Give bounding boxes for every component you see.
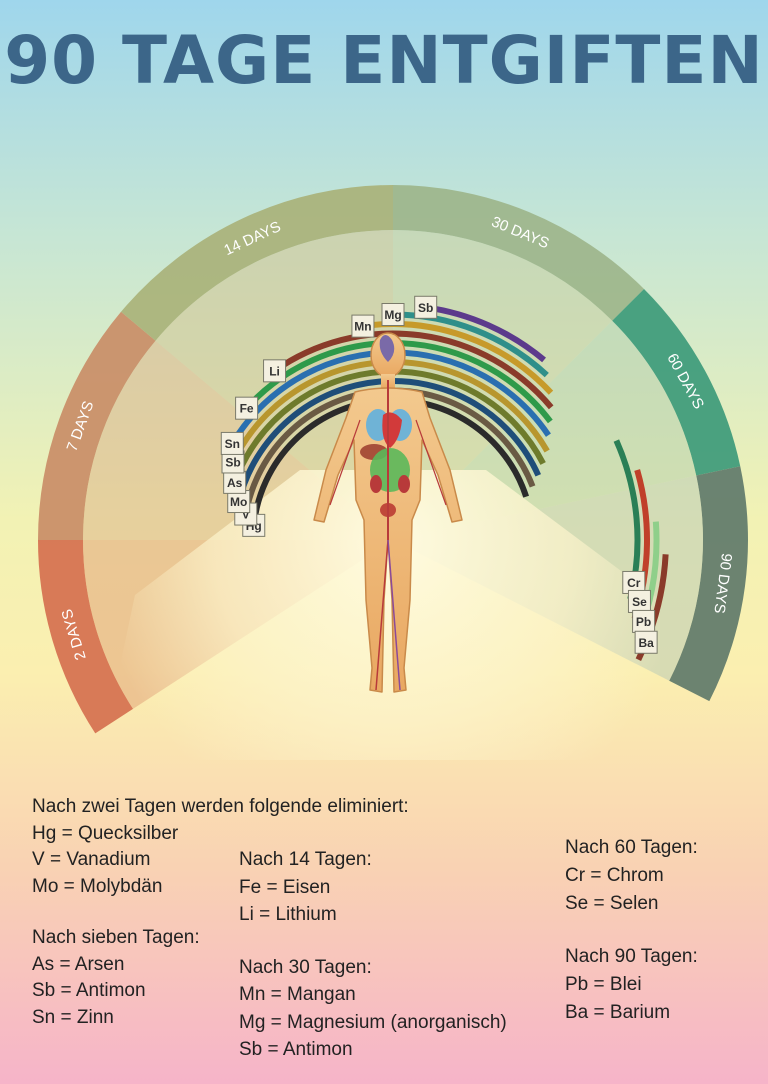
element-tile: Mo — [227, 490, 251, 514]
element-symbol: Cr — [627, 576, 641, 590]
legend-entry: Pb = Blei — [565, 974, 642, 995]
legend-entry: Fe = Eisen — [239, 876, 331, 898]
elimination-arc — [392, 311, 549, 378]
legend-entry: Ba = Barium — [565, 1002, 671, 1023]
legend-entry: Cr = Chrom — [565, 865, 664, 886]
legend-entry: Mg = Magnesium (anorganisch) — [239, 1011, 507, 1033]
legend-column-2: Nach 14 Tagen: Fe = Eisen Li = Lithium N… — [239, 846, 507, 1064]
human-body-figure — [313, 332, 463, 693]
period-ring — [38, 185, 748, 734]
elimination-arc — [425, 304, 546, 363]
legend-column-1: Nach zwei Tagen werden folgende eliminie… — [32, 794, 409, 1031]
element-tile: Mn — [351, 314, 375, 338]
period-segment — [38, 311, 156, 540]
legend-entry: Se = Selen — [565, 893, 659, 914]
element-symbol: Sb — [418, 301, 433, 315]
element-symbol: Se — [632, 595, 647, 609]
element-symbol: Fe — [240, 402, 254, 416]
legend-column-3: Nach 60 Tagen: Cr = Chrom Se = Selen Nac… — [565, 834, 698, 1027]
element-tile: Ba — [634, 630, 658, 654]
legend-entry: Mn = Mangan — [239, 984, 356, 1005]
period-segment — [38, 540, 134, 734]
element-tile: As — [223, 470, 247, 494]
element-tile: Sb — [414, 295, 438, 319]
legend-heading: Nach 90 Tagen: — [565, 946, 698, 967]
element-symbol: Mg — [384, 308, 401, 322]
element-tile: Sn — [220, 431, 244, 455]
legend-entry: As = Arsen — [32, 953, 125, 975]
element-symbol: Li — [269, 364, 280, 378]
legend-entry: Hg = Quecksilber — [32, 822, 179, 844]
element-symbol: As — [227, 476, 243, 490]
legend-heading: Nach 60 Tagen: — [565, 837, 698, 858]
legend-entry: V = Vanadium — [32, 849, 151, 870]
period-segment — [612, 288, 741, 476]
element-tile: Pb — [632, 609, 656, 633]
legend-heading: Nach sieben Tagen: — [32, 927, 200, 948]
element-tile: Fe — [235, 396, 259, 420]
period-segment — [121, 185, 393, 341]
element-symbol: Ba — [638, 636, 654, 650]
element-symbol: Sb — [225, 455, 240, 469]
legend-entry: Li = Lithium — [239, 904, 337, 925]
element-tile: Li — [263, 359, 287, 383]
element-tile: Se — [627, 589, 651, 613]
legend-heading: Nach 30 Tagen: — [239, 956, 372, 978]
legend-entry: Sb = Antimon — [239, 1039, 353, 1060]
element-symbol: V — [242, 508, 250, 522]
element-symbol: Mo — [230, 495, 247, 509]
legend-heading: Nach zwei Tagen werden folgende eliminie… — [32, 796, 409, 817]
element-symbol: Mn — [354, 320, 371, 334]
legend-entry: Sb = Antimon — [32, 980, 146, 1001]
legend-heading: Nach 14 Tagen: — [239, 849, 372, 870]
element-symbol: Sn — [225, 437, 240, 451]
legend-entry: Sn = Zinn — [32, 1006, 114, 1028]
elimination-arc — [272, 330, 554, 410]
element-tile: Sb — [221, 450, 245, 474]
legend-entry: Mo = Molybdän — [32, 875, 163, 897]
element-tile: Mg — [381, 303, 405, 326]
page-title: 90 TAGE ENTGIFTEN — [4, 22, 764, 99]
element-symbol: Pb — [636, 615, 651, 629]
period-segment — [669, 466, 748, 702]
elimination-arc — [235, 378, 541, 503]
period-segment — [393, 185, 645, 321]
